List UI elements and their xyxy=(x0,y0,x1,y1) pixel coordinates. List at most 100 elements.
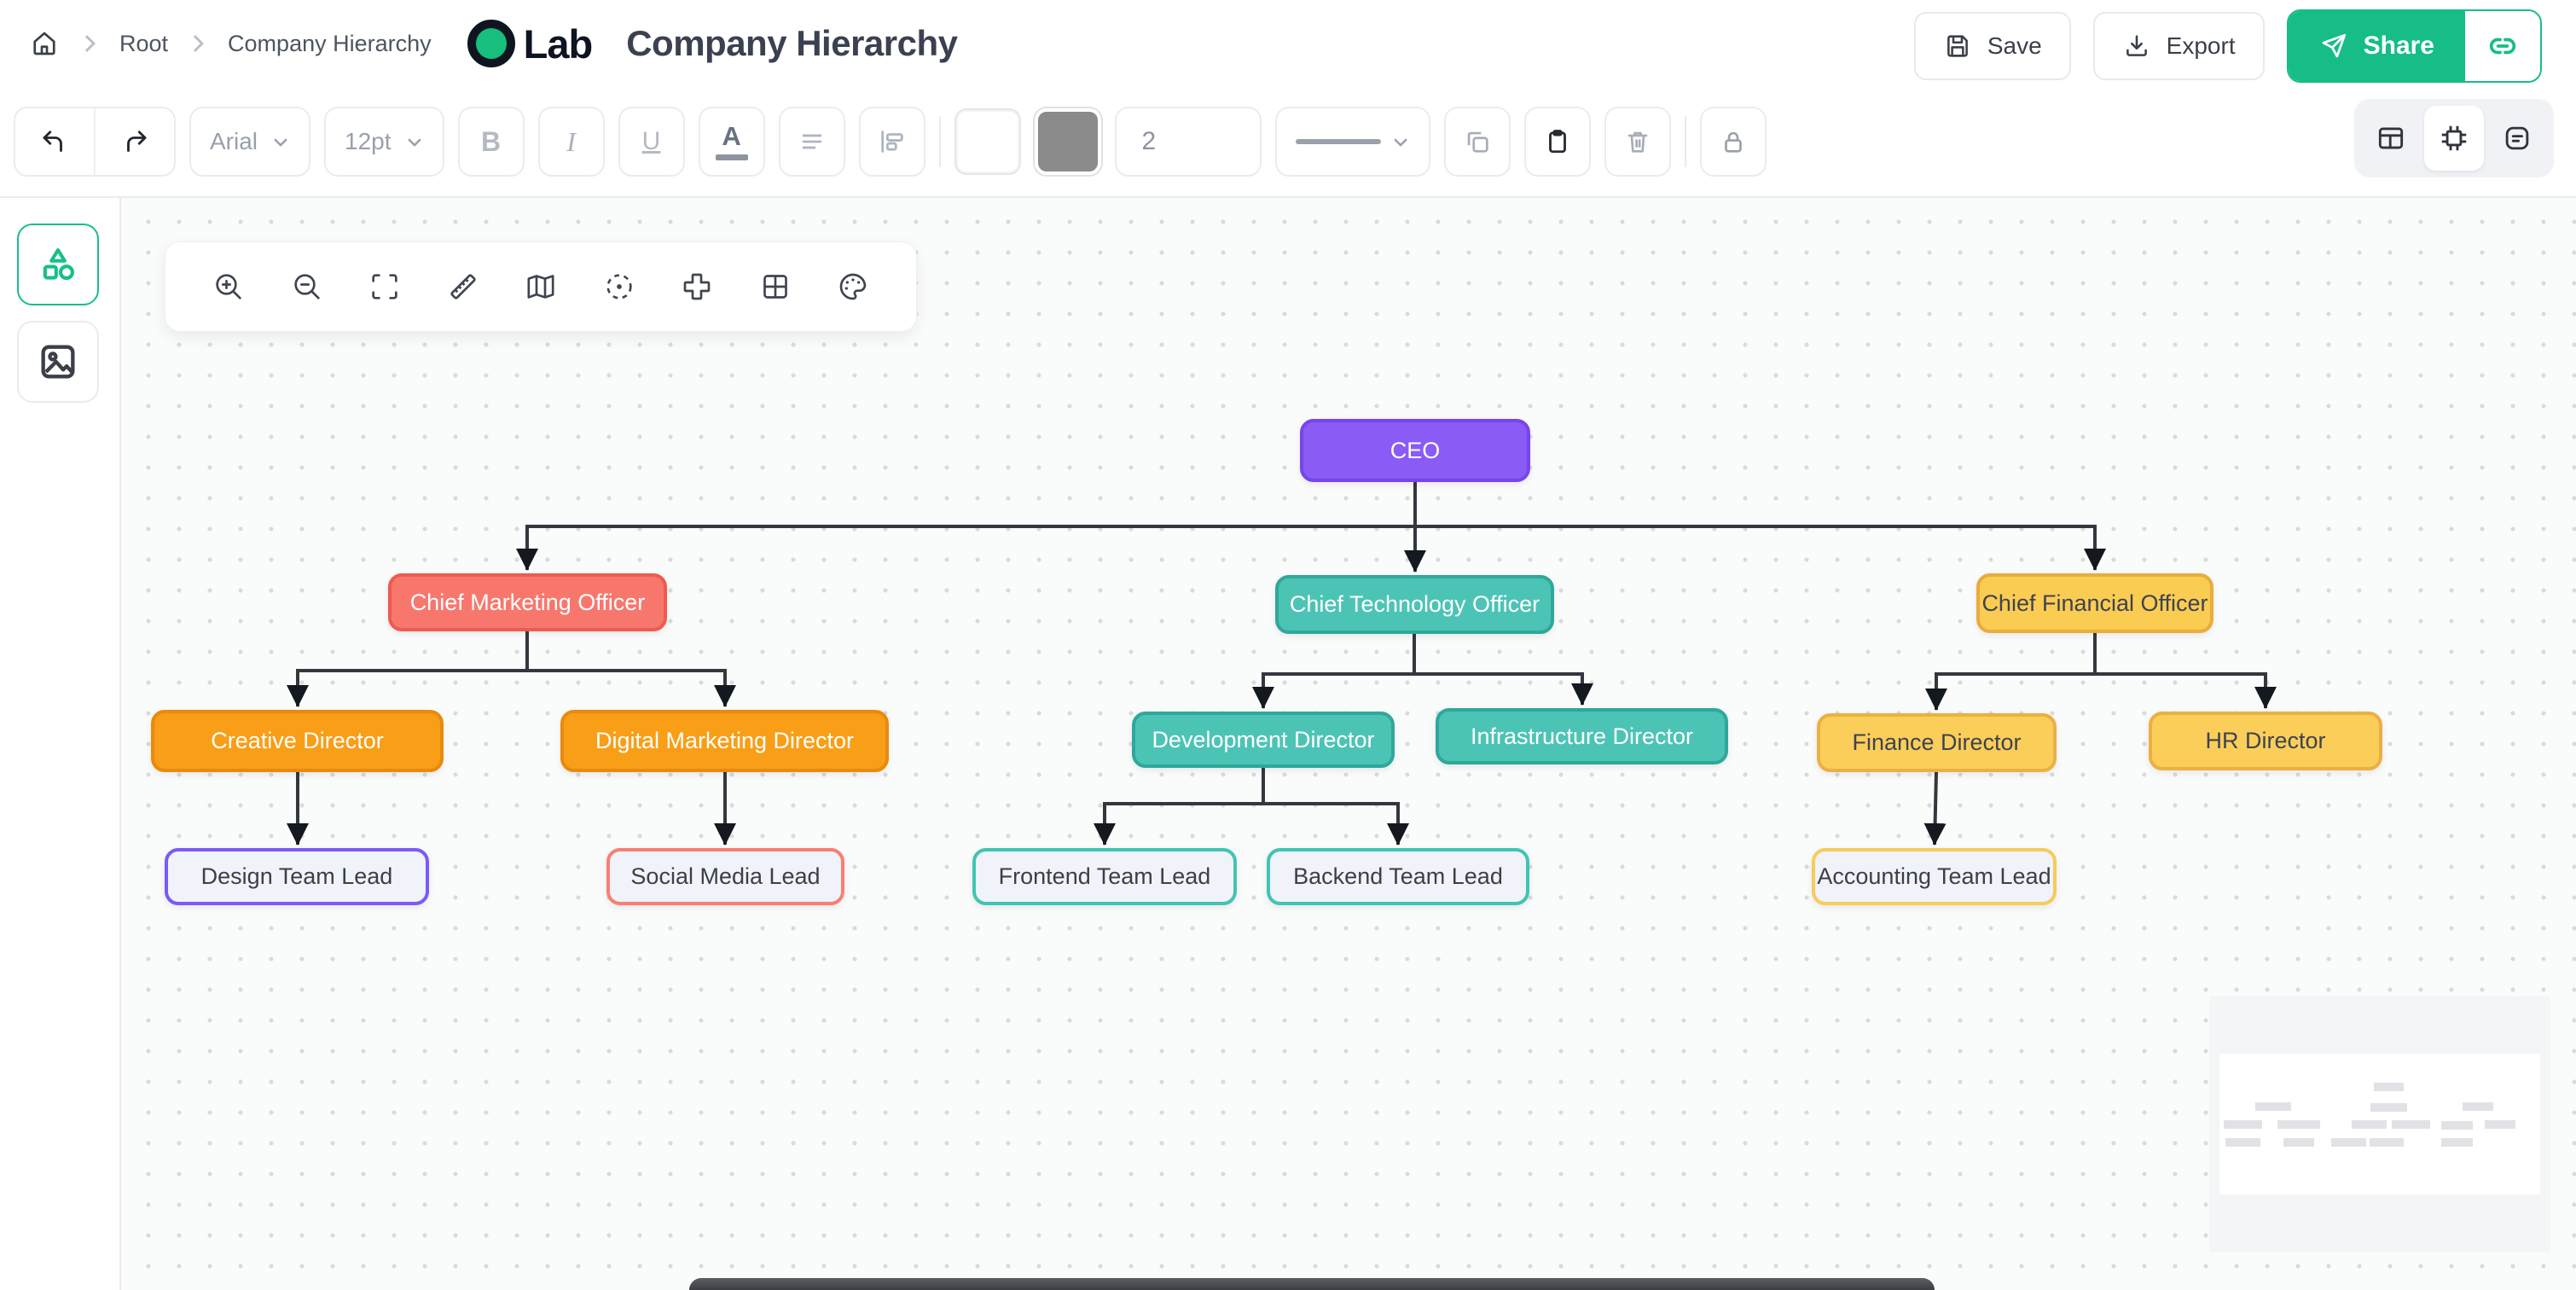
table-icon xyxy=(2378,127,2404,149)
bottom-dock-edge xyxy=(689,1278,1935,1290)
palette-icon xyxy=(839,273,867,300)
undo-icon xyxy=(43,131,62,152)
page-title: Company Hierarchy xyxy=(626,23,958,63)
save-button[interactable]: Save xyxy=(1913,12,2071,80)
zoom-out-button[interactable] xyxy=(280,259,334,314)
font-size-value: 12pt xyxy=(345,128,392,154)
format-toolbar: Arial 12pt B I U A 2 xyxy=(0,87,2576,198)
fill-color-swatch[interactable] xyxy=(954,108,1021,175)
text-color-button[interactable]: A xyxy=(698,107,765,177)
chevron-right-icon xyxy=(82,32,97,55)
image-tool-button[interactable] xyxy=(17,321,99,403)
fullscreen-icon xyxy=(372,274,397,299)
copy-button[interactable] xyxy=(1443,107,1511,177)
stroke-color-swatch[interactable] xyxy=(1032,107,1103,177)
frame-icon xyxy=(2441,125,2467,151)
paste-button[interactable] xyxy=(1523,107,1591,177)
ruler-icon xyxy=(450,274,476,299)
copy-link-button[interactable] xyxy=(2465,11,2540,81)
align-button[interactable] xyxy=(778,107,845,177)
ruler-button[interactable] xyxy=(436,259,490,314)
undo-button[interactable] xyxy=(15,108,94,175)
italic-button[interactable]: I xyxy=(537,107,605,177)
divider xyxy=(938,116,941,167)
breadcrumb: Root Company Hierarchy xyxy=(29,28,432,59)
stroke-width-value: 2 xyxy=(1141,127,1157,155)
notes-view-button[interactable] xyxy=(2487,106,2547,171)
fit-view-button[interactable] xyxy=(357,259,412,314)
send-icon xyxy=(2319,32,2348,61)
lock-button[interactable] xyxy=(1699,107,1767,177)
minimap-node xyxy=(2277,1120,2321,1130)
table-view-button[interactable] xyxy=(2361,106,2421,171)
chevron-down-icon xyxy=(274,138,287,147)
org-node-social-media-lead[interactable]: Social Media Lead xyxy=(606,848,844,905)
org-node-creative-director[interactable]: Creative Director xyxy=(151,710,444,772)
org-node-backend-team-lead[interactable]: Backend Team Lead xyxy=(1267,848,1529,905)
line-style-select[interactable] xyxy=(1274,107,1430,177)
download-icon xyxy=(2122,32,2151,61)
minimap-node xyxy=(2441,1120,2474,1130)
text-align-icon xyxy=(802,134,821,149)
org-node-cfo[interactable]: Chief Financial Officer xyxy=(1976,573,2213,633)
org-node-ceo[interactable]: CEO xyxy=(1300,419,1530,482)
map-icon xyxy=(527,275,554,299)
minimap-node xyxy=(2462,1102,2494,1112)
org-node-design-team-lead[interactable]: Design Team Lead xyxy=(165,848,429,905)
org-node-cmo[interactable]: Chief Marketing Officer xyxy=(388,573,667,631)
minimap-node xyxy=(2370,1138,2405,1147)
share-button[interactable]: Share xyxy=(2288,11,2465,81)
font-family-select[interactable]: Arial xyxy=(189,107,311,177)
org-node-digital-marketing-director[interactable]: Digital Marketing Director xyxy=(560,710,889,772)
app-logo: Lab xyxy=(467,20,593,67)
org-node-hr-director[interactable]: HR Director xyxy=(2149,712,2382,770)
divider xyxy=(94,108,96,175)
header-actions: Save Export Share xyxy=(1913,9,2542,83)
grid-button[interactable] xyxy=(748,259,803,314)
share-label: Share xyxy=(2363,32,2434,60)
zoom-in-button[interactable] xyxy=(201,259,256,314)
org-node-development-director[interactable]: Development Director xyxy=(1132,712,1395,768)
minimap-node xyxy=(2440,1138,2474,1147)
underline-button[interactable]: U xyxy=(618,107,685,177)
grid-icon xyxy=(763,275,787,299)
breadcrumb-item-current[interactable]: Company Hierarchy xyxy=(228,30,432,56)
minimap-node xyxy=(2352,1120,2387,1130)
minimap-node xyxy=(2254,1102,2292,1112)
zoom-out-icon xyxy=(293,274,320,299)
org-node-accounting-team-lead[interactable]: Accounting Team Lead xyxy=(1812,848,2057,905)
underline-label: U xyxy=(641,127,661,155)
delete-button[interactable] xyxy=(1604,107,1671,177)
home-icon[interactable] xyxy=(29,28,60,59)
line-style-sample xyxy=(1295,139,1381,144)
chevron-down-icon xyxy=(407,138,421,147)
org-node-finance-director[interactable]: Finance Director xyxy=(1817,713,2057,772)
share-button-group: Share xyxy=(2286,9,2542,83)
divider xyxy=(1684,116,1686,167)
minimap-panel[interactable] xyxy=(2209,997,2550,1252)
focus-button[interactable] xyxy=(592,259,647,314)
note-icon xyxy=(2505,126,2529,150)
edges-layer xyxy=(287,482,2277,845)
canvas[interactable]: CEO Chief Marketing Officer Chief Technolo… xyxy=(121,198,2576,1290)
theme-button[interactable] xyxy=(826,259,880,314)
export-button[interactable]: Export xyxy=(2092,12,2265,80)
redo-button[interactable] xyxy=(96,108,174,175)
org-node-frontend-team-lead[interactable]: Frontend Team Lead xyxy=(972,848,1237,905)
org-node-infrastructure-director[interactable]: Infrastructure Director xyxy=(1436,708,1728,764)
text-color-label: A xyxy=(722,120,741,151)
stroke-width-input[interactable]: 2 xyxy=(1114,107,1262,177)
org-node-cto[interactable]: Chief Technology Officer xyxy=(1275,575,1554,634)
logo-circle-icon xyxy=(467,20,515,67)
font-size-select[interactable]: 12pt xyxy=(324,107,444,177)
breadcrumb-item-root[interactable]: Root xyxy=(119,30,169,56)
map-button[interactable] xyxy=(513,259,568,314)
view-mode-switcher xyxy=(2354,99,2554,177)
add-shape-button[interactable] xyxy=(670,259,724,314)
shapes-tool-button[interactable] xyxy=(17,224,99,305)
bold-button[interactable]: B xyxy=(457,107,525,177)
undo-redo-group xyxy=(14,107,176,177)
canvas-view-button[interactable] xyxy=(2424,106,2484,171)
object-align-button[interactable] xyxy=(858,107,925,177)
